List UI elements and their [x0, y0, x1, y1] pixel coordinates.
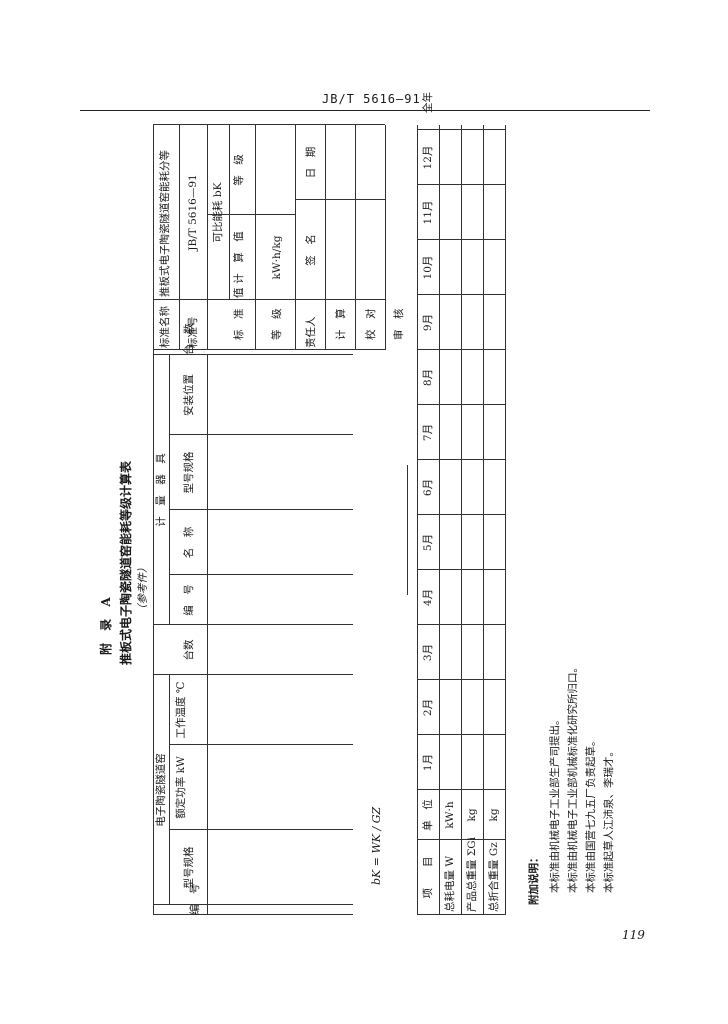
grade-label-2: 等 级: [271, 308, 283, 341]
review-label: 审 核: [393, 308, 405, 341]
col-meter-count: 台 数: [183, 323, 195, 356]
std-no-label: 标准号: [187, 316, 199, 349]
meter-group-header: 计 量 器 具: [155, 453, 167, 527]
row-unit: kg: [488, 808, 500, 822]
row-item: 总耗电量 W: [444, 855, 456, 912]
header-item: 项 目: [422, 856, 434, 899]
appendix-title: 推板式电子陶瓷隧道窑能耗等级计算表: [119, 460, 133, 665]
month-header: 6月: [422, 478, 434, 497]
proofread-label: 校 对: [365, 308, 377, 341]
std-name-label: 标准名称: [159, 306, 171, 348]
header-rule: [80, 110, 650, 111]
note-line: 本标准由国营七九五厂负责起草。: [585, 735, 597, 894]
unit-kwh-kg: kW·h/kg: [271, 235, 283, 280]
month-header: 12月: [422, 145, 434, 170]
page-number: 119: [622, 928, 645, 942]
month-header: 5月: [422, 533, 434, 552]
calc-value-label: 计 算 值: [233, 231, 245, 284]
col-meter-location: 安装位置: [183, 374, 195, 416]
note-line: 本标准起草人江沛泉、李瑞才。: [603, 746, 615, 893]
col-temp: 工作温度 ℃: [175, 681, 187, 739]
col-meter-model: 型号规格: [183, 451, 195, 494]
row-item: 产品总重量 ΣGi: [466, 836, 478, 912]
col-serial: 编 号: [189, 883, 201, 916]
standard-code: JB/T 5616—91: [322, 92, 421, 106]
month-header: 2月: [422, 698, 434, 717]
calculate-label: 计 算: [335, 308, 347, 341]
note-line: 本标准由机械电子工业部机械标准化研究所归口。: [567, 662, 579, 893]
std-name-value: 推板式电子陶瓷隧道窑能耗分等: [159, 150, 171, 297]
rotated-page-content: 附 录 A 推板式电子陶瓷隧道窑能耗等级计算表 （参考件） 编: [99, 92, 660, 916]
comparable-label: 可比能耗 bK: [212, 182, 224, 243]
col-power: 额定功率 kW: [175, 756, 187, 819]
formula: bK = WK / GZ: [370, 806, 383, 885]
header-unit: 单 位: [422, 799, 434, 831]
col-meter-name: 名 称: [183, 526, 195, 559]
row-unit: kW·h: [444, 801, 456, 829]
appendix-label: 附 录 A: [99, 593, 113, 655]
month-header: 8月: [422, 368, 434, 387]
col-model: 型号规格: [183, 846, 195, 889]
month-header: 全年: [422, 92, 434, 113]
std-no-value: JB/T 5616—91: [187, 174, 199, 251]
grade-label: 等 级: [233, 154, 245, 186]
month-header: 7月: [422, 423, 434, 442]
col-count: 台数: [183, 639, 195, 661]
month-header: 4月: [422, 588, 434, 607]
month-header: 3月: [422, 643, 434, 662]
kiln-group-header: 电子陶瓷隧道窑: [155, 753, 167, 827]
date-label: 日 期: [305, 146, 317, 179]
row-unit: kg: [466, 808, 478, 822]
row-item: 总折合重量 Gz: [488, 842, 500, 912]
appendix-note: （参考件）: [137, 562, 149, 616]
signature-label: 签 名: [305, 234, 317, 266]
month-header: 9月: [422, 313, 434, 332]
notes-title: 附加说明：: [528, 852, 540, 906]
month-header: 10月: [422, 255, 434, 280]
month-header: 11月: [422, 200, 434, 225]
responsible-label: 责任人: [305, 316, 317, 349]
col-meter-no: 编 号: [183, 584, 195, 616]
month-header: 1月: [422, 753, 434, 772]
note-line: 本标准由机械电子工业部生产司提出。: [549, 714, 561, 894]
